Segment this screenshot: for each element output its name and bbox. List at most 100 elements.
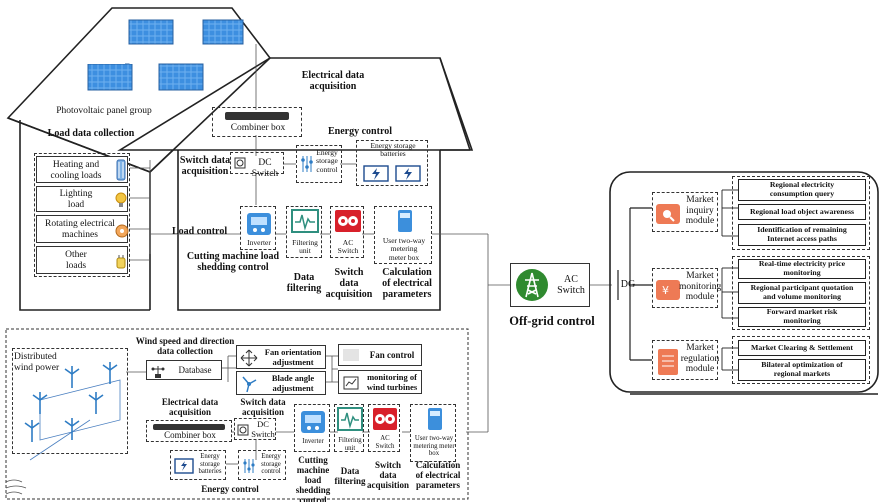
ac-switch-icon <box>335 210 361 232</box>
light-bulb-icon <box>115 192 127 207</box>
house-energy-control-label: Energy control <box>328 126 392 137</box>
regulation-icon <box>658 349 678 375</box>
dg-label: DG <box>620 279 636 290</box>
house-dc-switch-label: DC Switch <box>251 158 279 179</box>
inverter-icon <box>247 213 271 235</box>
monitor-chart-icon <box>343 376 359 390</box>
orientation-arrows-icon <box>240 349 258 367</box>
house-inverter: Inverter <box>240 206 276 250</box>
control-slider-icon <box>243 459 255 473</box>
transmission-tower-icon <box>516 269 548 301</box>
house-load-control-label: Load control <box>172 226 228 237</box>
fan-control-label: Fan control <box>369 350 415 360</box>
filtering-icon <box>337 407 363 431</box>
house-inverter-label: Inverter <box>247 238 271 247</box>
inquiry-items-group <box>732 176 870 250</box>
wind-inverter-label: Inverter <box>302 438 324 445</box>
wind-combiner-box: Combiner box <box>146 420 232 442</box>
meter-icon <box>428 408 442 430</box>
combiner-device-icon <box>225 112 289 120</box>
wind-combiner-label: Combiner box <box>164 430 216 440</box>
wind-energy-control-label: Energy control <box>201 484 259 494</box>
load-list <box>34 153 130 277</box>
plug-icon <box>116 255 126 269</box>
load-collection-title: Load data collection <box>47 128 135 139</box>
distributed-wind-box <box>12 348 128 454</box>
dc-switch-icon <box>234 157 246 169</box>
radiator-icon <box>116 159 126 181</box>
monitoring-items-group <box>732 256 870 330</box>
ac-switch-icon <box>373 408 397 430</box>
meter-icon <box>398 210 412 232</box>
house-combiner-box: Combiner box <box>212 107 302 137</box>
inquiry-icon <box>656 204 680 224</box>
fan-control-box: Fan control <box>338 344 422 366</box>
pv-panel-icon <box>87 64 133 91</box>
wind-database: Database <box>146 360 222 380</box>
regulation-items-group <box>732 336 870 384</box>
fan-control-icon <box>343 349 359 361</box>
control-slider-icon <box>301 156 313 172</box>
filtering-icon <box>291 209 319 233</box>
dc-switch-icon <box>237 424 249 436</box>
pv-label: Photovoltaic panel group <box>56 106 152 116</box>
